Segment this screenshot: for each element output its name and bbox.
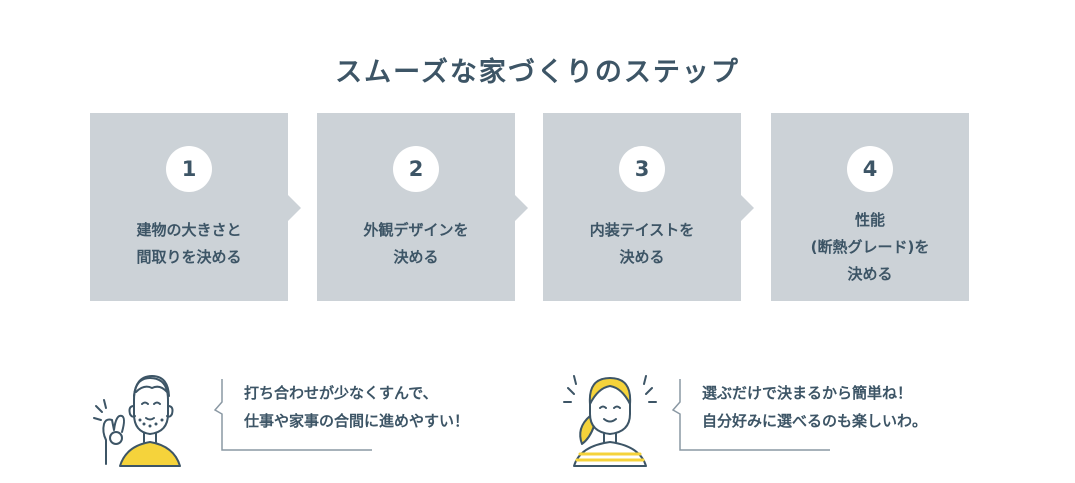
step-4: 4 性能 (断熱グレード)を 決める [771,113,969,301]
step-label: 建物の大きさと 間取りを決める [90,217,288,271]
testimonial-line: 打ち合わせが少なくすんで、 [244,384,438,402]
step-label: 性能 (断熱グレード)を 決める [771,207,969,288]
step-number: 1 [166,146,212,192]
woman-smiling-icon [563,375,657,467]
man-ok-gesture-icon [93,375,181,467]
step-list: 1 建物の大きさと 間取りを決める 2 外観デザインを 決める 3 内装テイスト… [90,113,970,301]
step-label: 内装テイストを 決める [543,217,741,271]
step-label-line: 決める [393,248,439,266]
testimonial-line: 仕事や家事の合間に進めやすい！ [244,412,470,430]
page-title: スムーズな家づくりのステップ [335,57,740,88]
step-label-line: 決める [847,265,893,283]
speech-bubble-frame [214,379,372,451]
step-3: 3 内装テイストを 決める [543,113,754,301]
step-number: 2 [393,146,439,192]
step-number: 3 [619,146,665,192]
step-number: 4 [847,146,893,192]
speech-bubble-frame [672,379,830,451]
testimonial-1: 打ち合わせが少なくすんで、 仕事や家事の合間に進めやすい！ [244,379,469,435]
arrow-right-icon [288,195,301,221]
step-label-line: 性能 [854,211,885,229]
arrow-right-icon [515,195,528,221]
testimonial-line: 自分好みに選べるのも楽しいわ。 [702,412,928,430]
step-label-line: 決める [619,248,665,266]
step-label-line: 内装テイストを [589,221,695,239]
step-label: 外観デザインを 決める [317,217,515,271]
step-1: 1 建物の大きさと 間取りを決める [90,113,301,301]
step-label-line: 外観デザインを [363,221,469,239]
step-label-line: 建物の大きさと [136,221,242,239]
step-label-line: 間取りを決める [136,248,242,266]
step-label-line: (断熱グレード)を [810,238,930,256]
step-2: 2 外観デザインを 決める [317,113,528,301]
testimonial-2: 選ぶだけで決まるから簡単ね！ 自分好みに選べるのも楽しいわ。 [702,379,927,435]
testimonial-line: 選ぶだけで決まるから簡単ね！ [702,384,913,402]
arrow-right-icon [741,195,754,221]
